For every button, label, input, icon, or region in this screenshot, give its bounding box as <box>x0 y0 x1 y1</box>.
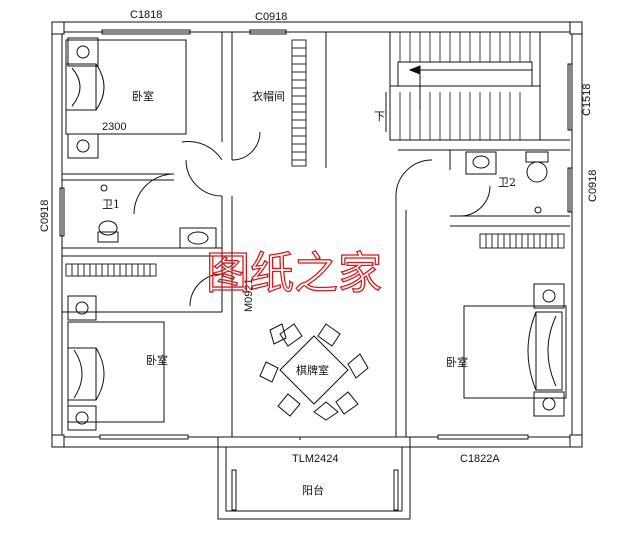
window-label-bottom-right: C1822A <box>460 453 500 465</box>
window-right-mid <box>567 167 573 213</box>
bed-e <box>463 283 567 417</box>
wardrobe-closet <box>291 39 307 167</box>
bed-dimension: 2300 <box>102 121 126 133</box>
room-label-balcony: 阳台 <box>302 483 324 497</box>
door-label-balcony: TLM2424 <box>292 453 338 465</box>
wardrobe-sw <box>65 263 157 277</box>
sink-bath1 <box>179 227 217 249</box>
door-swing-closet <box>231 131 261 161</box>
room-label-closet: 衣帽间 <box>252 89 285 103</box>
room-label-bath2: 卫2 <box>498 176 516 189</box>
chess-table <box>259 323 369 421</box>
sink-bath2 <box>465 151 497 175</box>
window-right-upper <box>567 63 573 131</box>
window-top-left <box>101 29 191 35</box>
stair-down-label: 下 <box>374 110 385 123</box>
drain-bath2 <box>534 206 542 214</box>
staircase <box>385 31 541 141</box>
room-label-bedroom-e: 卧室 <box>446 355 468 369</box>
window-top-mid <box>249 29 287 35</box>
room-label-bedroom-nw: 卧室 <box>132 89 154 103</box>
window-label-right-upper: C1518 <box>581 84 593 116</box>
room-label-bedroom-sw: 卧室 <box>146 353 168 367</box>
room-label-chess: 棋牌室 <box>296 363 329 377</box>
window-label-top-left: C1818 <box>130 9 162 21</box>
watermark: 图纸之家 <box>206 248 382 299</box>
window-label-top-mid: C0918 <box>255 11 287 23</box>
toilet-bath1 <box>97 220 119 243</box>
wardrobe-e <box>479 233 565 249</box>
door-label-mid: M0921 <box>243 278 255 312</box>
room-label-bath1: 卫1 <box>102 198 120 211</box>
window-label-right-mid: C0918 <box>587 170 599 202</box>
balcony <box>217 437 411 520</box>
bed-sw <box>67 295 165 431</box>
drain-bath1 <box>100 184 108 192</box>
bed-nw <box>65 37 187 159</box>
window-label-left-mid: C0918 <box>39 200 51 232</box>
window-left-mid <box>59 187 65 237</box>
toilet-bath2 <box>525 151 549 183</box>
